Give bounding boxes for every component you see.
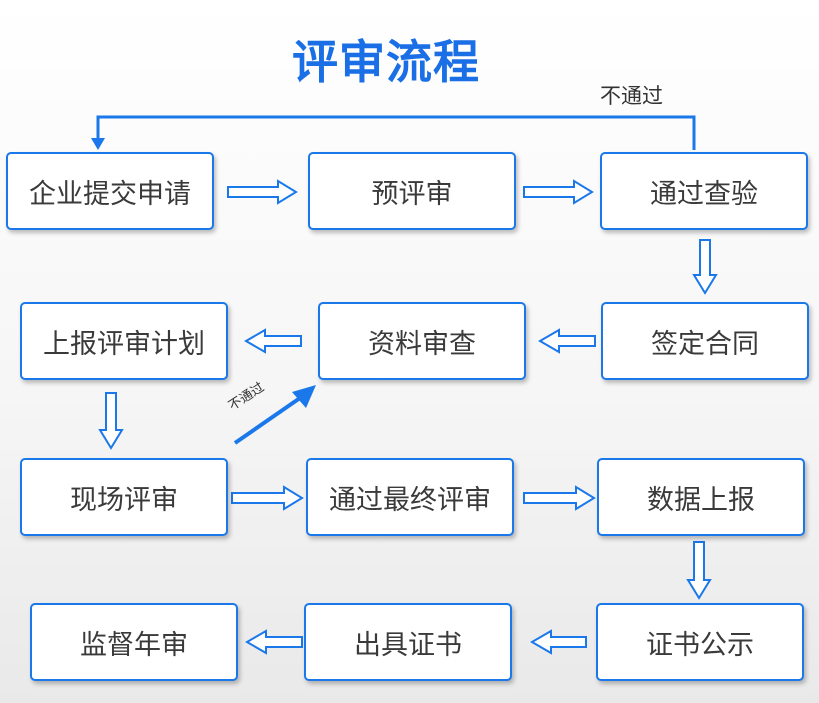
arrow-contract-to-docreview bbox=[538, 328, 596, 354]
step-issue-certificate: 出具证书 bbox=[304, 603, 512, 681]
arrow-inspection-to-contract bbox=[692, 239, 718, 295]
step-enterprise-submit: 企业提交申请 bbox=[6, 152, 214, 230]
arrow-onsite-to-final bbox=[231, 485, 304, 511]
arrow-docreview-to-plan bbox=[244, 328, 302, 354]
arrow-final-to-report bbox=[523, 485, 596, 511]
arrow-certificate-to-audit bbox=[245, 629, 303, 655]
page-title: 评审流程 bbox=[292, 35, 480, 89]
step-document-review: 资料审查 bbox=[318, 302, 526, 380]
step-onsite-review: 现场评审 bbox=[20, 458, 228, 536]
arrow-plan-to-onsite bbox=[98, 392, 124, 450]
arrow-report-to-publicity bbox=[686, 541, 712, 600]
reject-loop-line bbox=[96, 115, 696, 150]
step-data-report: 数据上报 bbox=[597, 458, 805, 536]
reject-label-top: 不通过 bbox=[600, 84, 663, 108]
step-annual-audit: 监督年审 bbox=[30, 603, 238, 681]
arrow-prereview-to-inspection bbox=[523, 179, 594, 205]
step-pre-review: 预评审 bbox=[308, 152, 516, 230]
reject-diagonal-arrowhead bbox=[292, 385, 316, 408]
reject-loop-arrowhead bbox=[91, 138, 105, 150]
step-final-review: 通过最终评审 bbox=[306, 458, 514, 536]
step-report-plan: 上报评审计划 bbox=[20, 302, 228, 380]
step-inspection: 通过查验 bbox=[600, 152, 808, 230]
reject-diagonal-line bbox=[233, 396, 302, 445]
step-sign-contract: 签定合同 bbox=[601, 302, 809, 380]
step-certificate-publicity: 证书公示 bbox=[596, 603, 804, 681]
arrow-submit-to-prereview bbox=[227, 179, 298, 205]
arrow-publicity-to-certificate bbox=[530, 629, 587, 655]
